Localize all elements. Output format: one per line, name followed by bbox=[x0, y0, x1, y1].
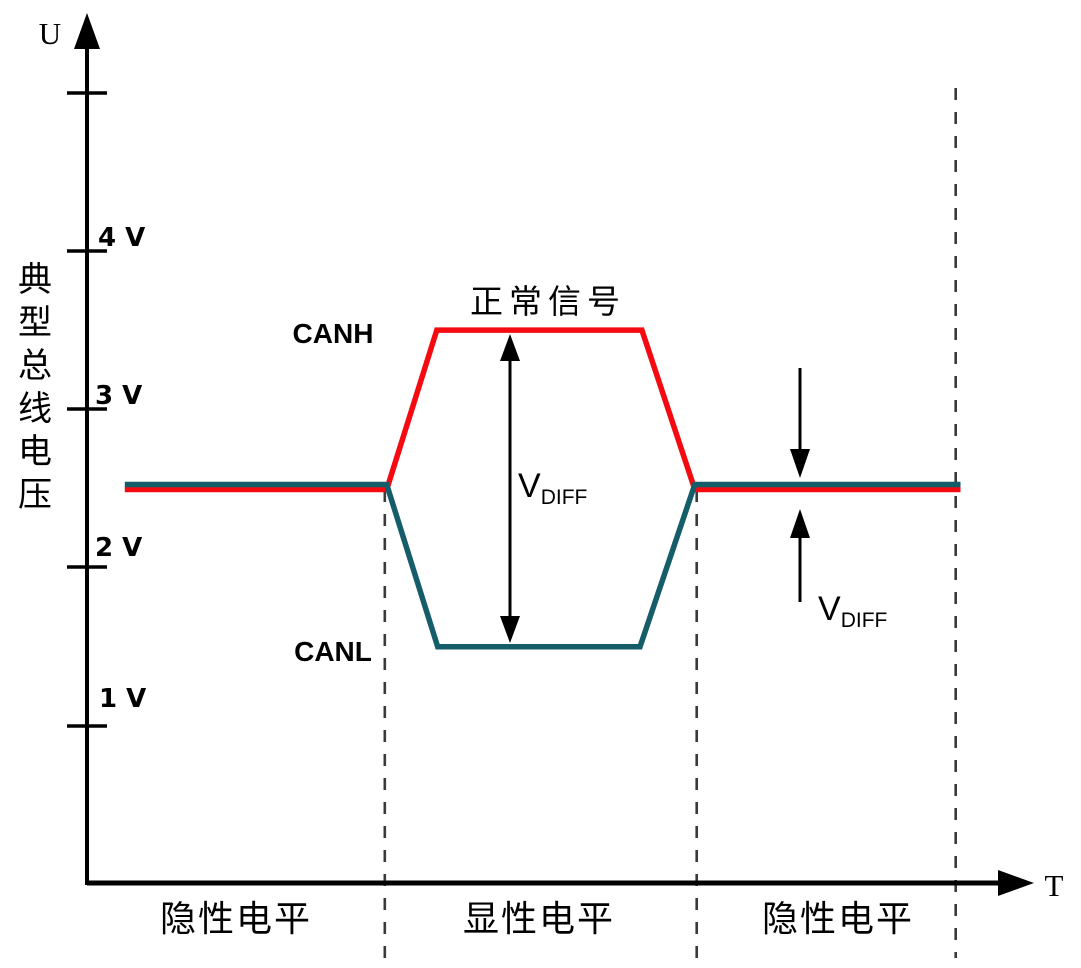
x-axis-title: T bbox=[1045, 868, 1064, 903]
x-axis-arrowhead bbox=[998, 870, 1034, 896]
normal-signal-label: 正常信号 bbox=[470, 284, 626, 321]
vdiff-arrows-recessive bbox=[790, 368, 810, 602]
y-axis-title: U bbox=[39, 16, 61, 51]
canl-label: CANL bbox=[294, 636, 372, 667]
y-caption-char-4: 线 bbox=[18, 390, 52, 428]
y-caption-char-5: 电 bbox=[18, 433, 52, 471]
canl-waveform bbox=[124, 481, 961, 650]
y-axis bbox=[67, 13, 107, 885]
y-tick-label-2v: 2 V bbox=[95, 533, 142, 563]
y-axis-caption: 典 型 总 线 电 压 bbox=[18, 261, 52, 514]
vdiff-label-dominant-v: V bbox=[518, 467, 541, 505]
region-label-dominant: 显性电平 bbox=[463, 899, 615, 939]
region-label-recessive-left: 隐性电平 bbox=[160, 899, 312, 939]
y-axis-arrowhead bbox=[74, 13, 100, 49]
vdiff-recessive-down-arrowhead-icon bbox=[790, 449, 810, 478]
y-caption-char-2: 型 bbox=[18, 305, 52, 342]
x-axis bbox=[87, 870, 1034, 896]
region-label-recessive-right: 隐性电平 bbox=[762, 899, 914, 939]
vdiff-label-recessive: VDIFF bbox=[818, 590, 887, 632]
vdiff-arrowhead-down-icon bbox=[500, 616, 520, 643]
vdiff-recessive-up-arrowhead-icon bbox=[790, 509, 810, 538]
y-caption-char-6: 压 bbox=[18, 477, 52, 514]
vdiff-label-dominant: VDIFF bbox=[518, 467, 587, 509]
y-caption-char-3: 总 bbox=[18, 347, 52, 385]
vdiff-label-recessive-v: V bbox=[818, 590, 841, 628]
region-separators bbox=[383, 88, 958, 958]
vdiff-arrowhead-up-icon bbox=[500, 334, 520, 361]
canh-waveform bbox=[124, 327, 961, 493]
vdiff-label-dominant-sub: DIFF bbox=[541, 486, 588, 509]
y-tick-label-1v: 1 V bbox=[99, 684, 146, 714]
canh-label: CANH bbox=[293, 318, 374, 349]
vdiff-arrow-dominant bbox=[500, 334, 520, 643]
y-tick-label-3v: 3 V bbox=[95, 381, 142, 411]
y-tick-label-4v: 4 V bbox=[98, 223, 145, 253]
y-caption-char-1: 典 bbox=[18, 261, 52, 299]
vdiff-label-recessive-sub: DIFF bbox=[841, 609, 888, 632]
